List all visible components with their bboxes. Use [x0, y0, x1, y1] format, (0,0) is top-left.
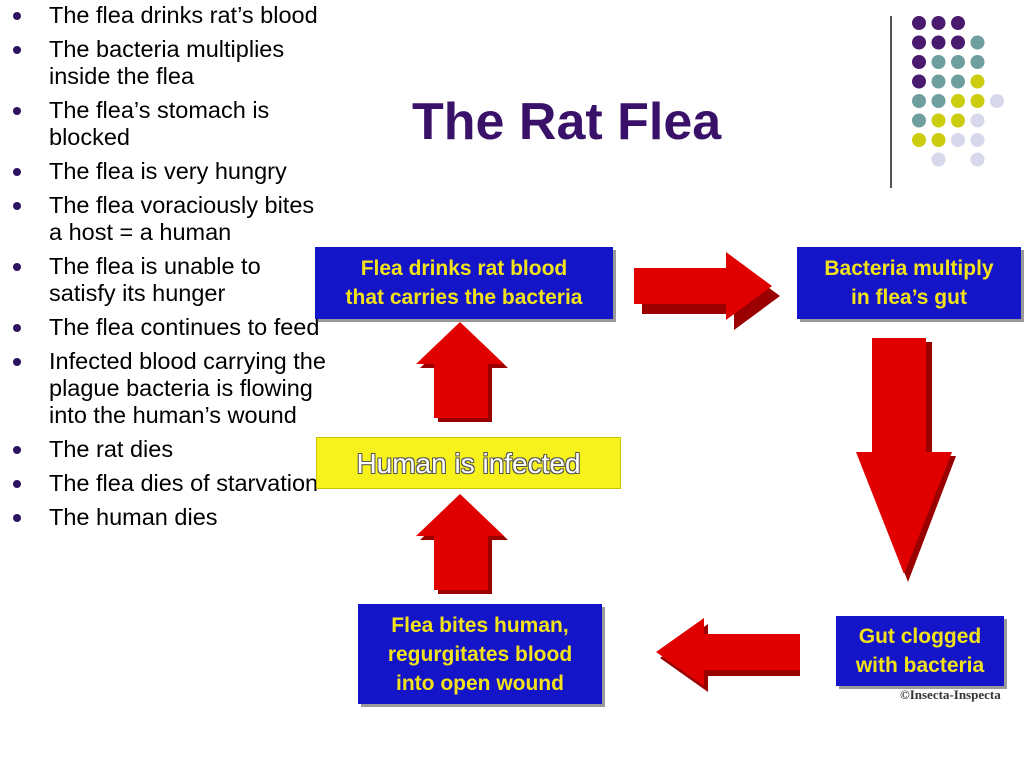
decorative-dot	[951, 133, 965, 147]
bullet-item: The rat dies	[10, 436, 332, 463]
step-flea-bites-box: Flea bites human, regurgitates blood int…	[358, 604, 602, 704]
decorative-dot	[970, 35, 985, 50]
decorative-dot	[970, 113, 985, 128]
decorative-divider	[890, 16, 892, 188]
decorative-dot	[931, 55, 946, 69]
bullet-item: The bacteria multiplies inside the flea	[10, 36, 332, 90]
decorative-dot	[912, 74, 926, 89]
arrow-up-icon	[416, 494, 508, 594]
arrow-up-icon	[416, 322, 508, 422]
decorative-dot	[951, 16, 965, 30]
decorative-dot	[912, 55, 926, 69]
arrow-right-icon	[634, 252, 780, 330]
arrow-left-icon	[656, 618, 800, 692]
decorative-dot	[912, 94, 926, 108]
bullet-item: The flea continues to feed	[10, 314, 332, 341]
bullet-item: The human dies	[10, 504, 332, 531]
decorative-dot	[951, 94, 965, 108]
decorative-dot	[931, 94, 946, 108]
decorative-dot	[970, 94, 985, 108]
bullet-item: The flea drinks rat’s blood	[10, 2, 332, 29]
decorative-dot	[912, 113, 926, 128]
decorative-dot	[931, 113, 946, 128]
decorative-dot	[931, 74, 946, 89]
arrow-down-icon	[856, 338, 956, 582]
bullet-item: The flea is unable to satisfy its hunger	[10, 253, 332, 307]
bullet-list: The flea drinks rat’s blood The bacteria…	[10, 2, 332, 538]
step-gut-clogged-box: Gut clogged with bacteria	[836, 616, 1004, 686]
bullet-item: The flea dies of starvation	[10, 470, 332, 497]
step-flea-drinks-box: Flea drinks rat blood that carries the b…	[315, 247, 613, 319]
step-bacteria-multiply-box: Bacteria multiply in flea’s gut	[797, 247, 1021, 319]
decorative-dot	[951, 113, 965, 128]
bullet-item: The flea’s stomach is blocked	[10, 97, 332, 151]
decorative-dot	[931, 35, 946, 50]
decorative-dot	[912, 133, 926, 147]
decorative-dot	[951, 55, 965, 69]
decorative-dot	[970, 133, 985, 147]
decorative-dot	[951, 35, 965, 50]
bullet-item: The flea voraciously bites a host = a hu…	[10, 192, 332, 246]
decorative-dot	[912, 35, 926, 50]
bullet-item: The flea is very hungry	[10, 158, 332, 185]
slide-title: The Rat Flea	[412, 93, 722, 151]
decorative-dots-pattern	[912, 16, 1004, 167]
decorative-dot	[970, 74, 985, 89]
decorative-dot	[931, 133, 946, 147]
decorative-dot	[951, 74, 965, 89]
step-human-infected-box: Human is infected	[316, 437, 621, 489]
decorative-dot	[931, 152, 946, 167]
decorative-dot	[970, 55, 985, 69]
bullet-item: Infected blood carrying the plague bacte…	[10, 348, 332, 429]
decorative-dot	[990, 94, 1004, 108]
decorative-dot	[931, 16, 946, 30]
decorative-dot	[970, 152, 985, 167]
decorative-dot	[912, 16, 926, 30]
image-credit: ©Insecta-Inspecta	[900, 687, 1001, 702]
